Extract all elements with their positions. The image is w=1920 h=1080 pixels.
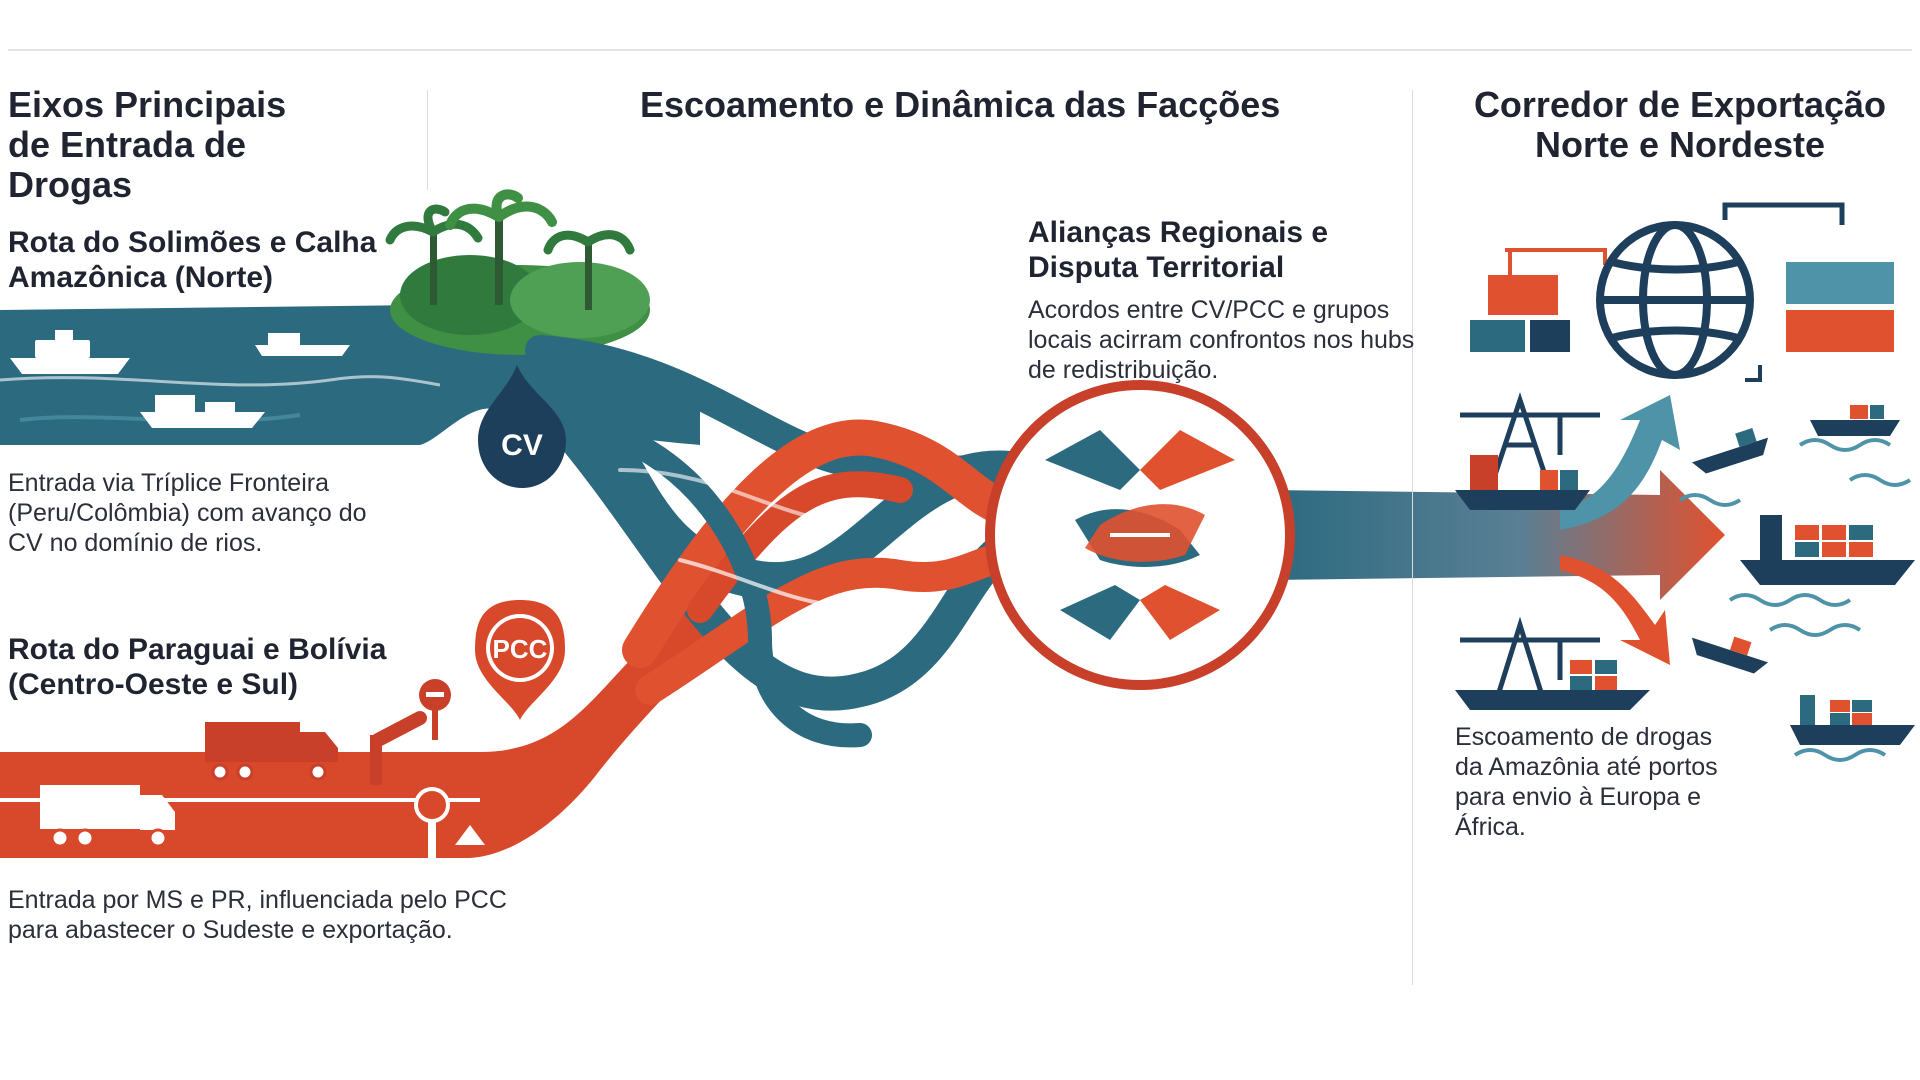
alliances-title: Alianças Regionais e Disputa Territorial — [1028, 216, 1329, 284]
crane-icon — [1460, 616, 1600, 706]
south-route-description: Entrada por MS e PR, influenciada pelo P… — [8, 886, 507, 944]
truck-icon — [40, 785, 175, 848]
north-route-title: Rota do Solimões e Calha Amazônica (Nort… — [8, 226, 377, 294]
cv-pin-label: CV — [501, 429, 543, 462]
container-icon — [1470, 248, 1607, 352]
pcc-pin-label: PCC — [493, 634, 548, 664]
crane-icon — [1460, 392, 1600, 476]
right-column-divider — [1412, 90, 1413, 985]
boat-icon — [140, 395, 265, 428]
container-icon — [1722, 202, 1894, 382]
arrow-icon — [1560, 395, 1680, 530]
cargo-ship-icon — [1790, 695, 1915, 745]
truck-icon — [205, 722, 338, 781]
left-column-title: Eixos Principais de Entrada de Drogas — [8, 84, 287, 205]
cargo-ship-icon — [1691, 428, 1769, 474]
barrier-icon — [370, 679, 451, 785]
boat-icon — [255, 333, 350, 356]
left-column-divider — [427, 90, 428, 190]
checkpoint-icon — [414, 787, 485, 858]
cargo-ship-icon — [1740, 515, 1915, 585]
cargo-ship-icon — [1810, 405, 1900, 436]
cargo-ship-icon — [1691, 636, 1769, 674]
south-route-title: Rota do Paraguai e Bolívia (Centro-Oeste… — [8, 633, 387, 701]
cargo-ship-icon — [1455, 660, 1650, 710]
braided-flows — [521, 335, 1037, 748]
handshake-icon — [985, 380, 1295, 690]
right-column-title: Corredor de Exportação Norte e Nordeste — [1473, 84, 1887, 165]
export-description: Escoamento de drogas da Amazônia até por… — [1455, 723, 1718, 841]
pcc-location-pin: PCC — [475, 600, 565, 720]
palm-tree-icon — [385, 189, 650, 355]
cv-location-pin: CV — [478, 365, 566, 488]
cargo-ship-icon — [1455, 455, 1590, 510]
arrow-icon — [1560, 555, 1670, 665]
alliances-description: Acordos entre CV/PCC e grupos locais aci… — [1028, 296, 1415, 384]
north-route-description: Entrada via Tríplice Fronteira (Peru/Col… — [8, 469, 367, 557]
center-column-title: Escoamento e Dinâmica das Facções — [640, 84, 1281, 125]
sea-waves-icon — [1678, 438, 1912, 762]
boat-icon — [10, 330, 130, 374]
globe-icon — [1596, 221, 1754, 379]
